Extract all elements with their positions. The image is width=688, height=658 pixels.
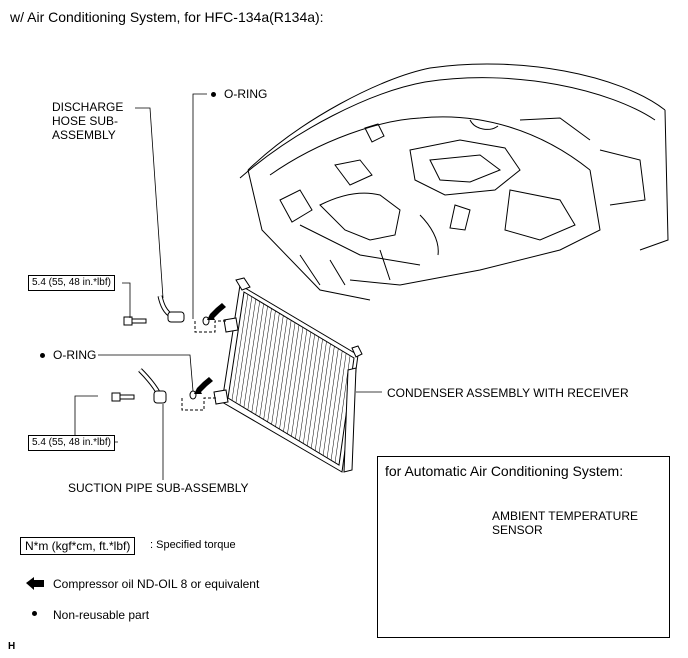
oil-arrow-top [207, 303, 226, 320]
torque-box-top: 5.4 (55, 48 in.*lbf) [28, 275, 115, 291]
suction-pipe-label: SUCTION PIPE SUB-ASSEMBLY [68, 481, 249, 495]
condenser-fin-line [299, 334, 315, 442]
corner-code: H [8, 641, 16, 652]
discharge-hose-label-line2: HOSE SUB- [52, 114, 119, 128]
legend-nonreusable-desc: Non-reusable part [53, 608, 150, 622]
condenser-fin-line [283, 324, 300, 432]
condenser-fin-line [251, 306, 268, 413]
diagram-title: w/ Air Conditioning System, for HFC-134a… [10, 9, 324, 25]
oil-arrow-left [194, 377, 213, 394]
condenser-fin-line [231, 294, 249, 401]
condenser-label: CONDENSER ASSEMBLY WITH RECEIVER [387, 386, 629, 400]
o-ring-left-label: O-RING [40, 348, 96, 362]
bullet-icon [40, 353, 45, 359]
condenser-fin-line [311, 341, 327, 449]
condenser-fin-line [287, 327, 304, 434]
condenser-fin-line [263, 313, 280, 420]
condenser-fin-line [307, 339, 323, 446]
condenser-fin-line [291, 329, 308, 437]
suction-pipe-illustration [111, 368, 167, 404]
condenser-fin-line [330, 353, 347, 461]
legend-oil-desc: Compressor oil ND-OIL 8 or equivalent [53, 577, 260, 591]
engine-bay-illustration [239, 63, 669, 301]
condenser-illustration [213, 277, 363, 473]
condenser-fin-line [243, 301, 260, 408]
condenser-fin-line [271, 317, 288, 425]
legend-bullet-icon [32, 611, 37, 616]
condenser-fin-line [322, 348, 339, 456]
inset-title: for Automatic Air Conditioning System: [385, 463, 624, 479]
automatic-ac-inset: for Automatic Air Conditioning System: A… [377, 456, 670, 638]
torque-box-bottom: 5.4 (55, 48 in.*lbf) [28, 435, 115, 451]
condenser-fin-line [267, 315, 284, 422]
o-ring-top-label: O-RING [211, 87, 267, 101]
condenser-fin-line [239, 299, 257, 406]
sensor-label-line1: AMBIENT TEMPERATURE [492, 509, 639, 523]
condenser-fin-line [334, 355, 351, 463]
condenser-fin-line [318, 346, 335, 454]
condenser-fins [231, 294, 351, 463]
condenser-fin-line [314, 343, 331, 451]
legend-torque-unit-box: N*m (kgf*cm, ft.*lbf) [20, 537, 136, 555]
sensor-label-line2: SENSOR [492, 523, 543, 537]
condenser-fin-line [247, 303, 264, 411]
discharge-hose-label-line3: ASSEMBLY [52, 128, 116, 142]
condenser-fin-line [235, 296, 253, 403]
legend-torque-desc: : Specified torque [150, 539, 236, 551]
dashed-connection-lines [181, 320, 228, 411]
condenser-fin-line [279, 322, 296, 430]
discharge-hose-label-line1: DISCHARGE [52, 100, 124, 114]
condenser-fin-line [275, 320, 292, 427]
discharge-hose-illustration [123, 295, 185, 326]
bullet-icon [211, 92, 216, 98]
condenser-fin-line [303, 336, 319, 444]
condenser-fin-line [295, 332, 312, 439]
condenser-fin-line [326, 350, 343, 458]
condenser-fin-line [259, 310, 276, 418]
condenser-fin-line [255, 308, 272, 415]
